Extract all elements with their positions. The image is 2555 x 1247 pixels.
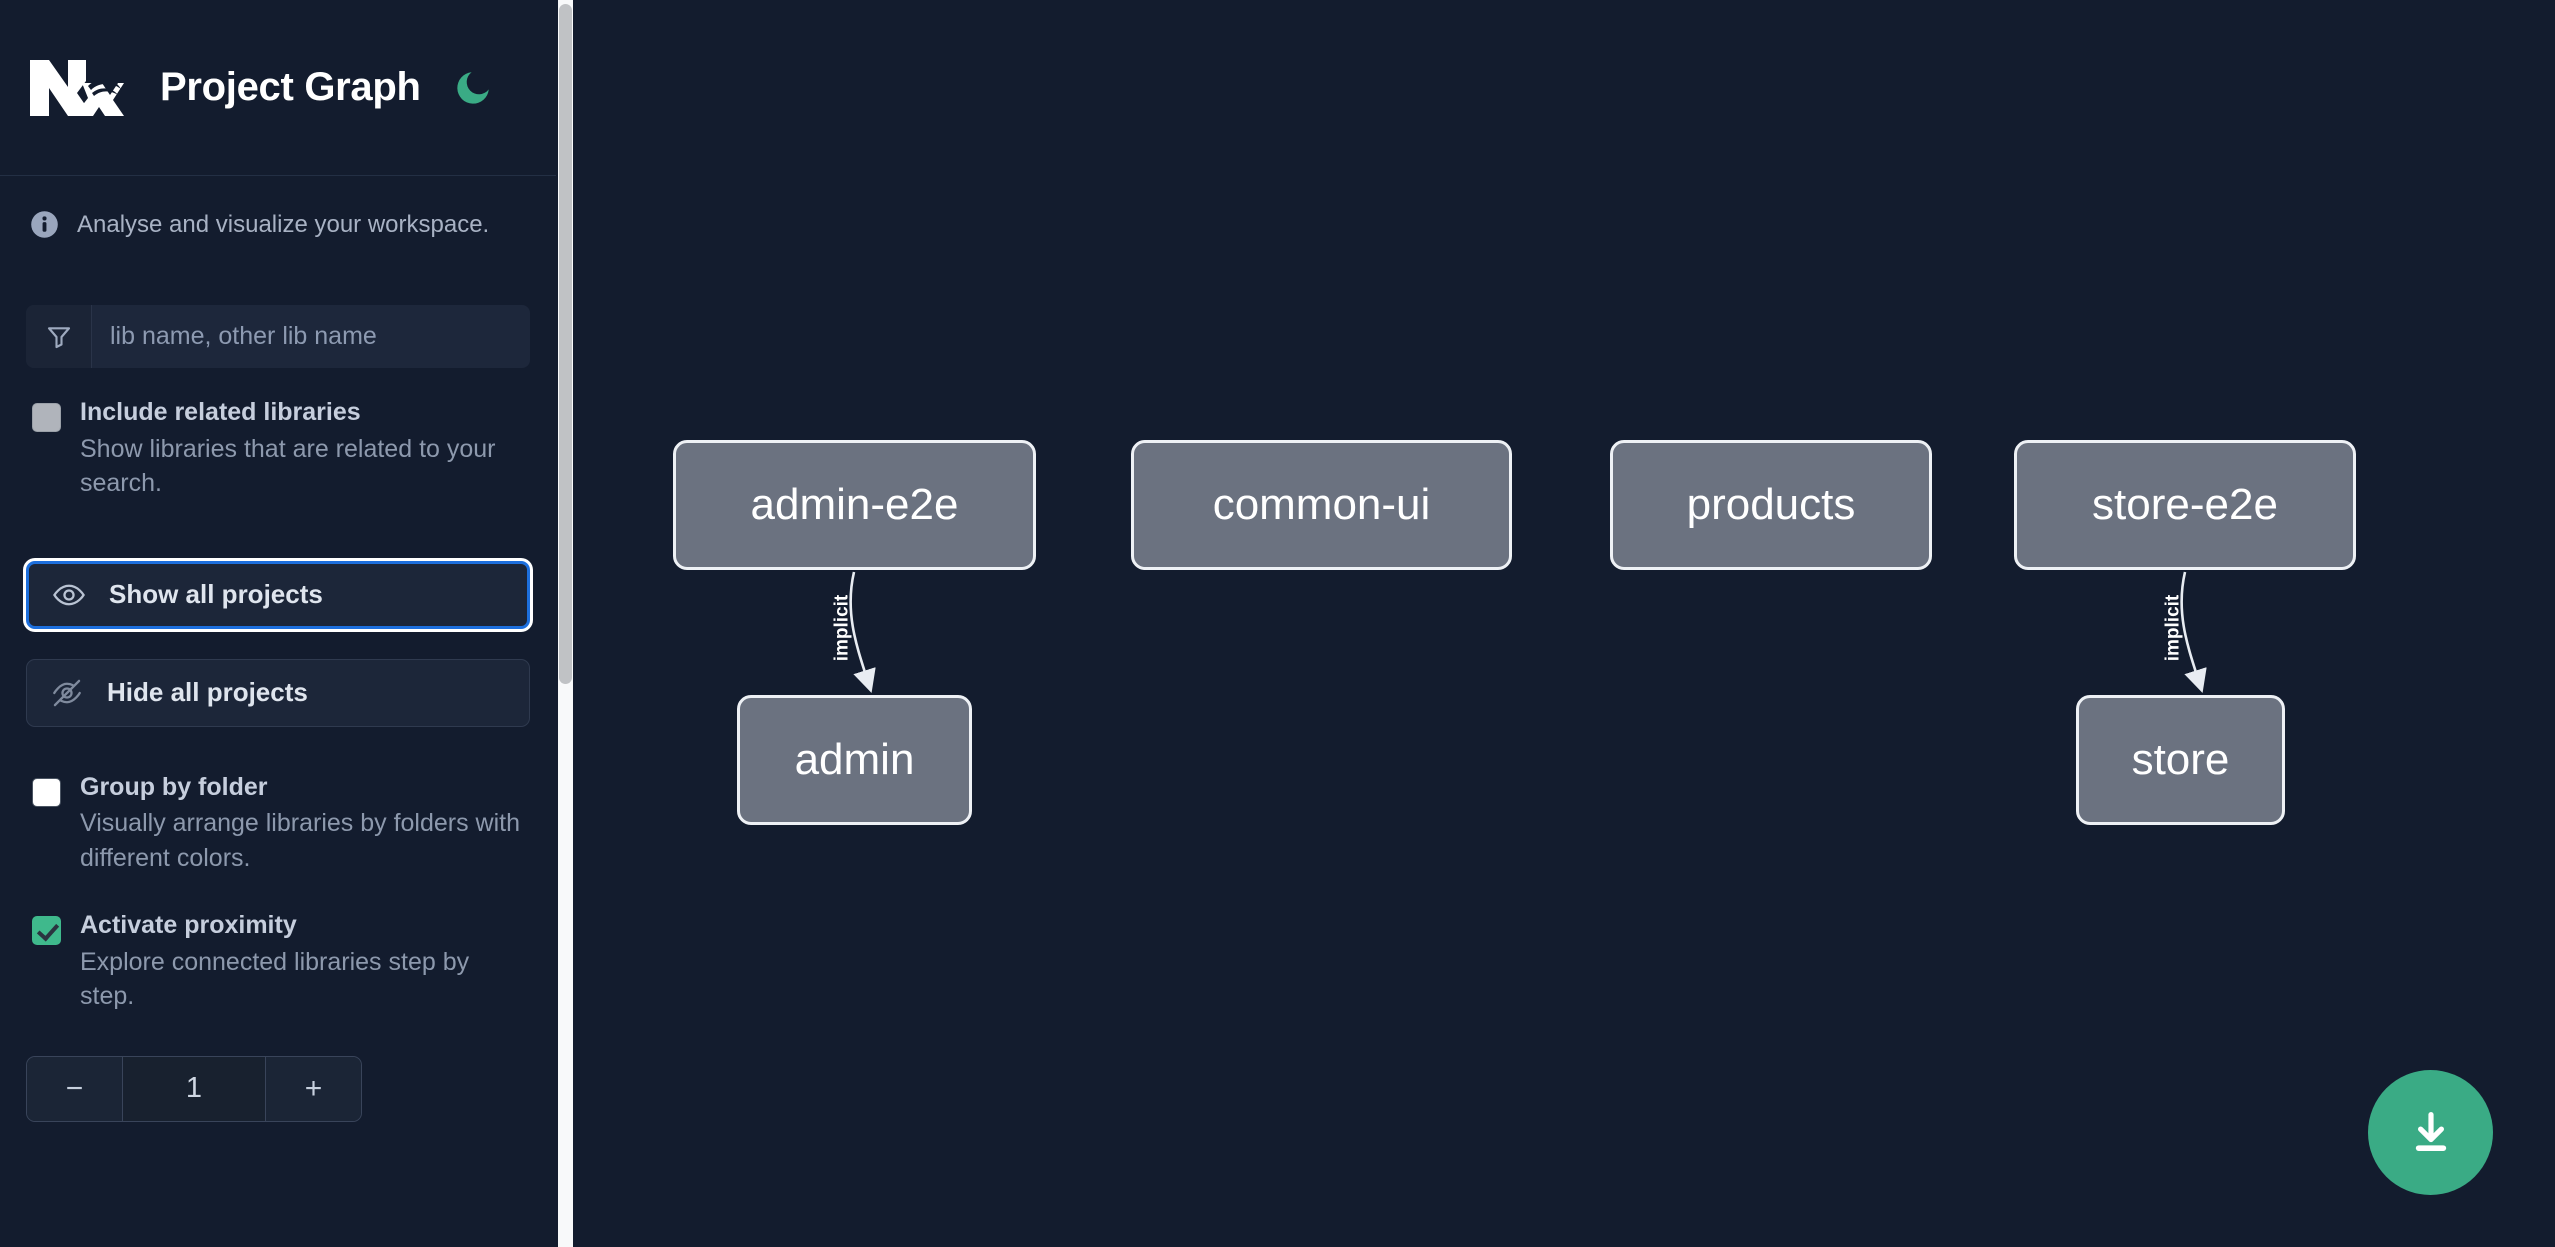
option-description: Visually arrange libraries by folders wi… — [80, 809, 521, 872]
option-title: Group by folder — [80, 772, 268, 801]
funnel-icon — [26, 305, 92, 368]
eye-icon — [29, 578, 109, 612]
checkbox-include-related-libraries[interactable] — [32, 403, 61, 432]
graph-edges — [849, 571, 2207, 693]
edge-label-admin: implicit — [831, 594, 853, 662]
option-title: Activate proximity — [80, 911, 297, 939]
graph-node-common-ui[interactable]: common-ui — [1131, 440, 1512, 570]
sidebar-header: Project Graph — [0, 0, 556, 176]
stepper-value: 1 — [122, 1056, 266, 1121]
checkbox-group-by-folder[interactable] — [32, 777, 61, 807]
show-all-projects-button[interactable]: Show all projects — [26, 560, 530, 629]
page-title: Project Graph — [160, 65, 421, 109]
stepper-decrement-button[interactable]: − — [27, 1056, 122, 1121]
eye-off-icon — [27, 676, 107, 710]
filter-search-box[interactable] — [26, 305, 530, 368]
sidebar-scrollbar[interactable] — [558, 0, 573, 1247]
option-description: Show libraries that are related to your … — [80, 434, 496, 498]
hide-all-projects-button[interactable]: Hide all projects — [26, 658, 530, 727]
info-circle-icon — [31, 211, 58, 238]
option-group-by-folder[interactable]: Group by folder Visually arrange librari… — [26, 727, 530, 876]
sidebar: Project Graph Analyse and visualize your… — [0, 0, 556, 1247]
search-input[interactable] — [92, 305, 530, 368]
proximity-stepper[interactable]: − 1 + — [26, 1055, 362, 1122]
option-include-related-libraries[interactable]: Include related libraries Show libraries… — [26, 368, 530, 501]
option-description: Explore connected libraries step by step… — [80, 947, 470, 1011]
show-all-projects-label: Show all projects — [109, 579, 323, 609]
graph-node-store[interactable]: store — [2076, 695, 2285, 825]
edge-label-store: implicit — [2162, 594, 2184, 662]
nx-logo — [30, 59, 124, 116]
option-title: Include related libraries — [80, 398, 361, 426]
download-button[interactable] — [2368, 1070, 2493, 1195]
hide-all-projects-label: Hide all projects — [107, 677, 308, 707]
info-text: Analyse and visualize your workspace. — [77, 210, 490, 238]
stepper-increment-button[interactable]: + — [266, 1056, 361, 1121]
info-banner: Analyse and visualize your workspace. — [0, 176, 556, 239]
graph-node-admin-e2e[interactable]: admin-e2e — [673, 440, 1036, 570]
sidebar-scrollbar-thumb[interactable] — [559, 4, 572, 684]
checkbox-activate-proximity[interactable] — [32, 916, 61, 945]
graph-node-products[interactable]: products — [1610, 440, 1932, 570]
download-icon — [2415, 1111, 2446, 1151]
option-activate-proximity[interactable]: Activate proximity Explore connected lib… — [26, 875, 530, 1014]
graph-node-admin[interactable]: admin — [737, 695, 972, 825]
graph-canvas[interactable]: implicit implicit admin-e2e common-ui pr… — [573, 0, 2555, 1247]
moon-icon[interactable] — [451, 66, 495, 110]
graph-node-store-e2e[interactable]: store-e2e — [2014, 440, 2356, 570]
